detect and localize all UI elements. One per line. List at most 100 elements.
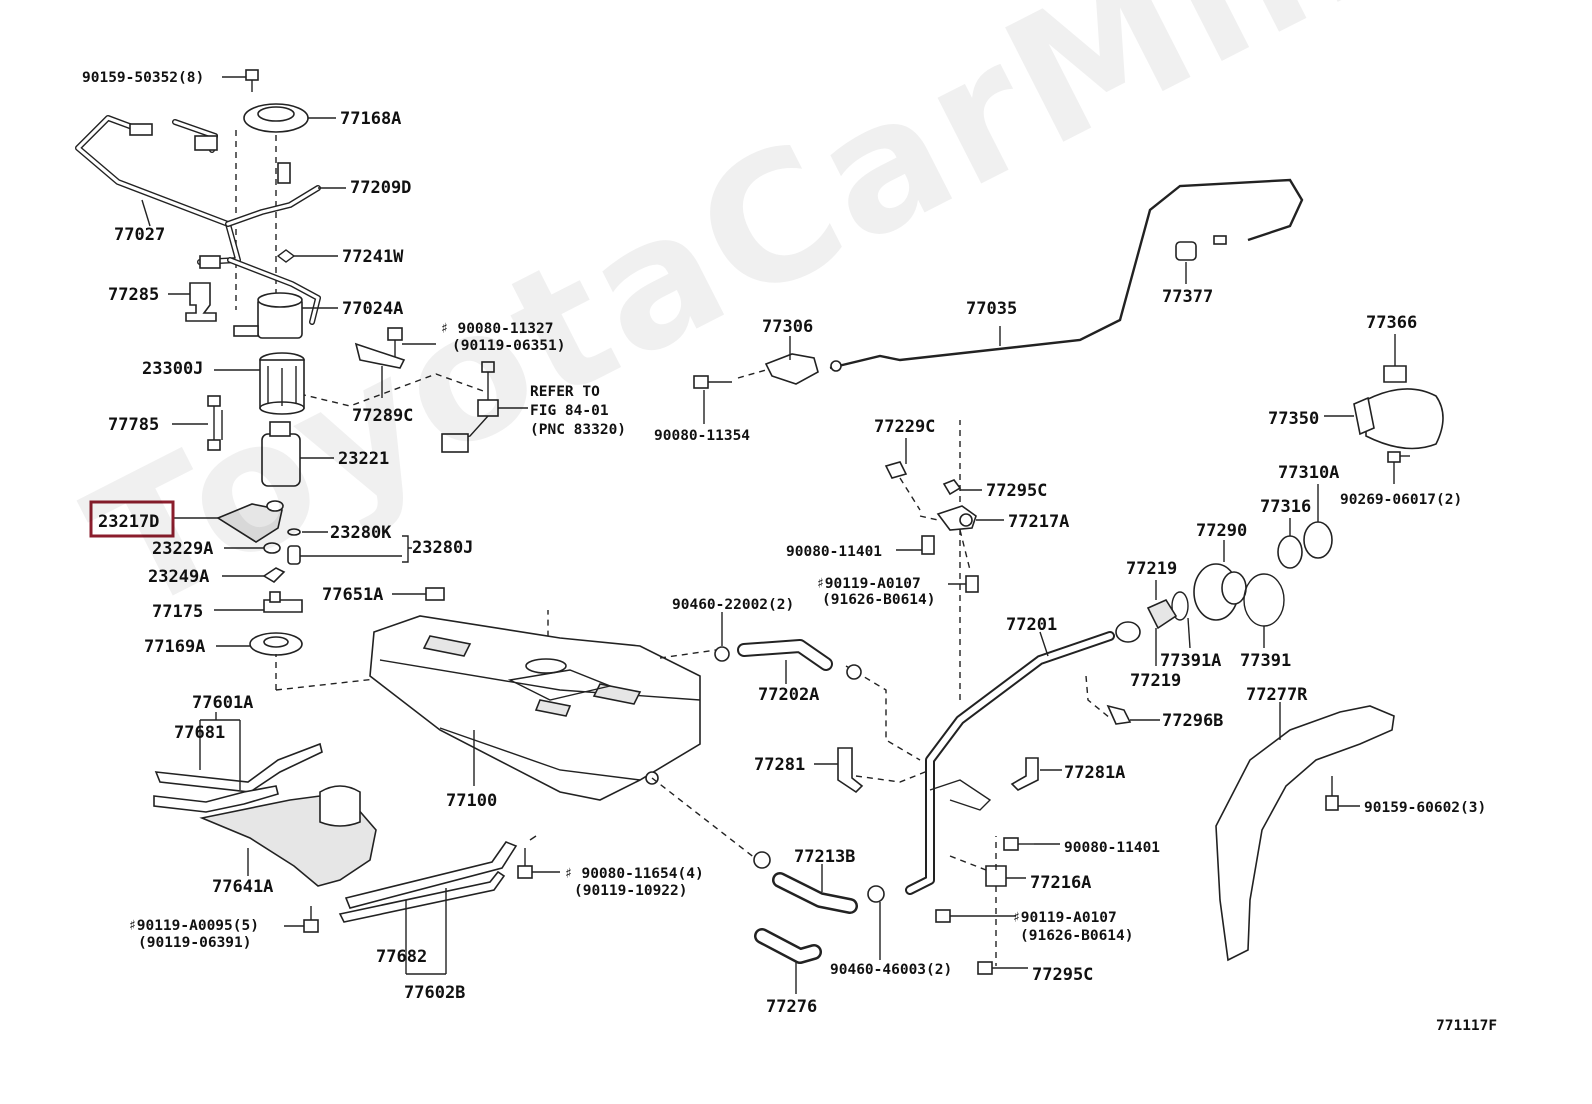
- clip-77295C-top-icon[interactable]: [942, 479, 982, 496]
- protector-77641A-icon[interactable]: [199, 785, 377, 887]
- strap-77682-icon[interactable]: [338, 841, 518, 975]
- hose-77296B-icon[interactable]: [1106, 704, 1160, 725]
- label-90080-11401-b: 90080-11401: [1064, 840, 1160, 856]
- hose-clamp-90460-22002-icon[interactable]: [714, 612, 730, 662]
- label-77651A: 77651A: [322, 585, 383, 605]
- label-90460-22002: 90460-22002(2): [672, 597, 794, 613]
- label-77316: 77316: [1260, 497, 1311, 517]
- o-ring-23280K-icon[interactable]: [287, 528, 328, 536]
- fuel-pump-assembly: [75, 69, 549, 691]
- label-90080-11401-a: 90080-11401: [786, 544, 882, 560]
- label-77366: 77366: [1366, 313, 1417, 333]
- bolt-90080-11654-icon[interactable]: [517, 835, 560, 879]
- sender-gauge-77024A-icon[interactable]: [227, 257, 338, 339]
- retainer-ring-77168A-icon[interactable]: [243, 103, 336, 133]
- gasket-77391-icon[interactable]: [1243, 573, 1285, 648]
- hose-77202A-icon[interactable]: [737, 639, 862, 684]
- cable-end-77377-icon[interactable]: [1175, 235, 1227, 284]
- wire-77785-icon[interactable]: [172, 395, 223, 451]
- hose-clamp-90460-46003-icon[interactable]: [867, 885, 885, 960]
- label-23221: 23221: [338, 449, 389, 469]
- label-77027: 77027: [114, 225, 165, 245]
- label-90269-06017: 90269-06017(2): [1340, 492, 1462, 508]
- bracket-77285-icon[interactable]: [168, 282, 217, 322]
- fuel-line-77027-icon[interactable]: [75, 115, 321, 269]
- bolt-90159-60602-icon[interactable]: [1325, 776, 1360, 811]
- label-90080-11654: ♯ 90080-11654(4): [564, 866, 704, 882]
- bracket-77281-icon[interactable]: [814, 747, 931, 794]
- label-23280J: 23280J: [412, 538, 473, 558]
- fuel-door-77350-icon[interactable]: [1324, 388, 1444, 450]
- clip-77295C-bottom-icon[interactable]: [977, 961, 1028, 975]
- label-77290: 77290: [1196, 521, 1247, 541]
- label-90460-46003: 90460-46003(2): [830, 962, 952, 978]
- bolt-90119-A0107-a-icon[interactable]: [948, 575, 979, 593]
- label-77281A: 77281A: [1064, 763, 1125, 783]
- cap-77316-icon[interactable]: [1277, 518, 1303, 569]
- label-91626-B0614-b: (91626-B0614): [1020, 928, 1134, 944]
- label-77209D: 77209D: [350, 178, 411, 198]
- clip-77229C-icon[interactable]: [884, 438, 921, 511]
- hinge-77366-icon[interactable]: [1383, 334, 1407, 383]
- bracket-23280J-icon: [402, 535, 412, 563]
- fuel-tank-77100-icon[interactable]: [369, 587, 921, 863]
- bracket-77281A-icon[interactable]: [1010, 757, 1062, 791]
- label-90159-60602: 90159-60602(3): [1364, 800, 1486, 816]
- label-90119-06391: (90119-06391): [138, 935, 252, 951]
- hose-77209D-icon[interactable]: [277, 162, 346, 189]
- tank-straps-icon[interactable]: [153, 712, 323, 813]
- bracket-77289C-icon[interactable]: [354, 342, 406, 398]
- label-77100: 77100: [446, 791, 497, 811]
- gasket-77391A-icon[interactable]: [1171, 591, 1191, 649]
- label-77175: 77175: [152, 602, 203, 622]
- opener-cable-77035-icon[interactable]: [829, 178, 1304, 372]
- screw-90269-06017-icon[interactable]: [1387, 451, 1410, 484]
- hose-77276-icon[interactable]: [754, 928, 822, 994]
- cushion-23229A-icon[interactable]: [224, 542, 281, 554]
- label-77641A: 77641A: [212, 877, 273, 897]
- clamp-77219-icon[interactable]: [1146, 580, 1178, 666]
- label-77217A: 77217A: [1008, 512, 1069, 532]
- label-77601A: 77601A: [192, 693, 253, 713]
- label-77201: 77201: [1006, 615, 1057, 635]
- bracket-77216A-icon[interactable]: [949, 836, 1026, 966]
- label-23300J: 23300J: [142, 359, 203, 379]
- wire-harness-connector-icon[interactable]: [441, 361, 528, 453]
- label-77602B: 77602B: [404, 983, 465, 1003]
- bolt-90080-11327-icon[interactable]: [387, 327, 436, 358]
- clip-77241W-icon[interactable]: [276, 249, 338, 263]
- bracket-77175-icon[interactable]: [214, 591, 303, 613]
- bracket-77217A-icon[interactable]: [919, 505, 1004, 571]
- label-91626-B0614-a: (91626-B0614): [822, 592, 936, 608]
- bolt-90119-A0095-icon[interactable]: [284, 906, 319, 933]
- bolt-90080-11401-b-icon[interactable]: [1003, 837, 1060, 851]
- lever-77306-icon[interactable]: [737, 336, 819, 385]
- hose-77213B-icon[interactable]: [753, 851, 858, 914]
- label-77306: 77306: [762, 317, 813, 337]
- fuel-pump-23221-icon[interactable]: [261, 421, 334, 487]
- cap-77310A-icon[interactable]: [1303, 484, 1333, 559]
- label-90119-A0095: ♯90119-A0095(5): [128, 918, 259, 934]
- bolt-90080-11354-icon[interactable]: [693, 375, 732, 424]
- bolt-90159-50352-icon[interactable]: [222, 69, 259, 92]
- label-77241W: 77241W: [342, 247, 404, 267]
- label-90119-A0107-a: ♯90119-A0107: [816, 576, 921, 592]
- filler-pipe-77201-icon[interactable]: [905, 621, 1141, 895]
- label-77277R: 77277R: [1246, 685, 1308, 705]
- label-77213B: 77213B: [794, 847, 855, 867]
- label-refer-1: REFER TO: [530, 384, 600, 400]
- clip-23249A-icon[interactable]: [222, 567, 286, 584]
- label-77681: 77681: [174, 723, 225, 743]
- label-90159-50352: 90159-50352(8): [82, 70, 204, 86]
- bolt-90080-11401-a-icon[interactable]: [896, 535, 935, 555]
- label-77350: 77350: [1268, 409, 1319, 429]
- pressure-regulator-icon[interactable]: [287, 545, 301, 565]
- label-23229A: 23229A: [152, 539, 213, 559]
- liner-77277R-icon[interactable]: [1215, 702, 1395, 962]
- filler-neck-77290-icon[interactable]: [1193, 540, 1247, 621]
- bolt-90119-A0107-b-icon[interactable]: [935, 909, 1016, 923]
- gasket-77169A-icon[interactable]: [216, 632, 303, 656]
- fuel-filter-23300J-icon[interactable]: [214, 352, 305, 415]
- filter-screen-23217D-icon[interactable]: [172, 500, 284, 543]
